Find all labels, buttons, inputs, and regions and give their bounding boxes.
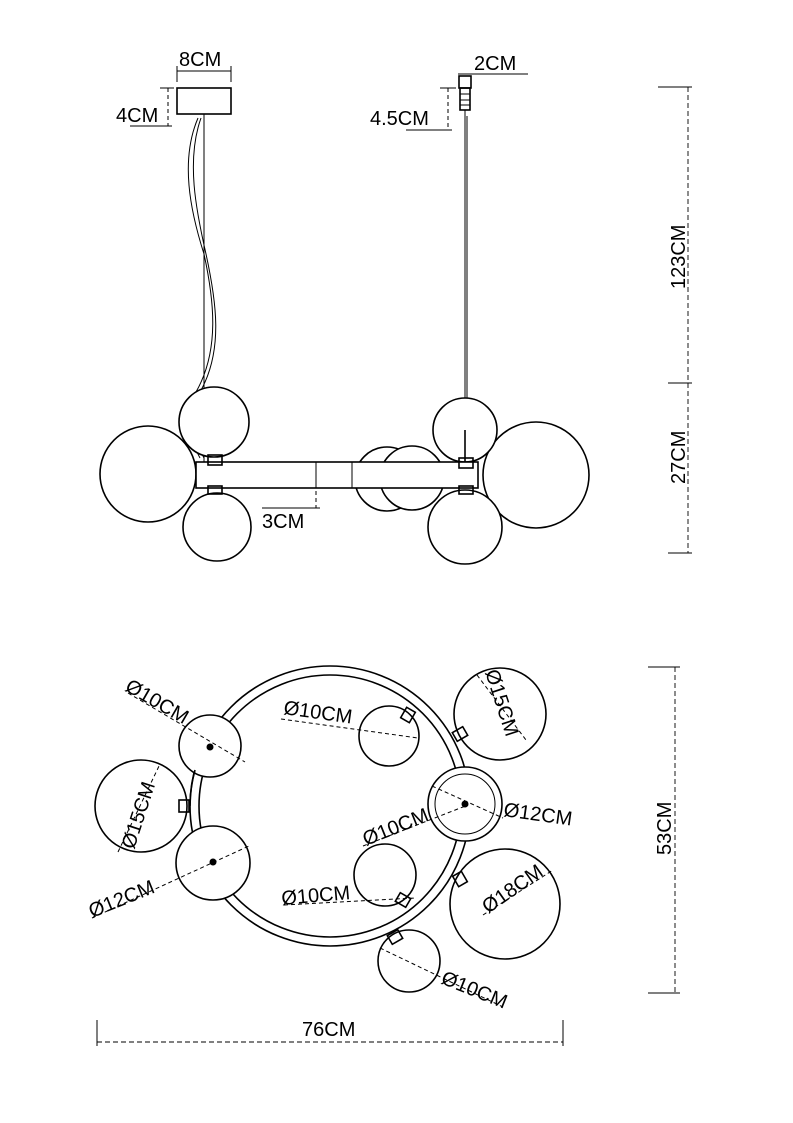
globe-top-5 — [453, 667, 547, 761]
ceiling-canopy — [176, 87, 232, 115]
globe-top-2 — [94, 759, 188, 853]
globe-side-right-bottom — [427, 489, 503, 565]
body-height-label: 27CM — [668, 431, 690, 484]
globe-diameter-label: Ø10CM — [282, 697, 353, 728]
socket — [451, 725, 469, 743]
socket — [399, 706, 417, 724]
bar-joint-right — [458, 457, 474, 469]
globe-diameter-label: Ø10CM — [438, 967, 510, 1013]
socket — [178, 799, 190, 813]
overall-width-dimension: 76CM — [96, 1019, 564, 1046]
overall-width-label: 76CM — [302, 1019, 355, 1041]
connector-width-label: 2CM — [474, 53, 516, 75]
leader-line — [280, 718, 419, 739]
side-view: 8CM 4CM 2CM 4.5CM — [99, 49, 692, 565]
top-view: Ø10CM Ø10CM Ø15CM Ø15CM Ø12CM Ø10CM Ø12C… — [86, 665, 680, 1046]
connector-height-label: 4.5CM — [370, 108, 429, 130]
bar-diameter-dimension: 3CM — [262, 470, 320, 533]
globe-diameter-label: Ø12CM — [86, 876, 158, 922]
leader-line — [431, 785, 504, 819]
globe-side-left-top — [178, 386, 250, 458]
socket — [386, 928, 404, 946]
hub-dot — [461, 800, 469, 808]
globe-top-4 — [358, 705, 420, 767]
globe-top-8 — [449, 848, 561, 960]
horizontal-bar — [195, 461, 479, 489]
canopy-height-dimension: 4CM — [116, 87, 174, 127]
globe-diameter-label: Ø10CM — [281, 882, 352, 910]
globe-diameter-label: Ø10CM — [360, 804, 432, 850]
cable-length-label: 123CM — [668, 225, 690, 289]
globe-top-9 — [377, 929, 441, 993]
leader-line — [362, 804, 469, 847]
canopy-width-dimension: 8CM — [176, 49, 232, 82]
overall-depth-label: 53CM — [654, 802, 676, 855]
hub-dot — [206, 743, 214, 751]
globe-top-7 — [353, 843, 417, 907]
globe-side-right-large — [482, 421, 590, 529]
globe-side-left-bottom — [182, 492, 252, 562]
bar-diameter-label: 3CM — [262, 511, 304, 533]
socket — [451, 870, 469, 888]
canopy-width-label: 8CM — [179, 49, 221, 71]
globe-diameter-label: Ø10CM — [122, 675, 193, 729]
connector-height-dimension: 4.5CM — [370, 87, 456, 131]
leader-line — [283, 897, 416, 906]
globe-diameter-label: Ø12CM — [502, 799, 573, 830]
bar-joint-left — [207, 454, 223, 466]
overall-depth-dimension: 53CM — [648, 666, 680, 994]
globe-side-left-large — [99, 425, 197, 523]
leader-line — [117, 763, 161, 853]
leader-line — [379, 947, 504, 1008]
side-height-dimension: 123CM 27CM — [658, 86, 692, 554]
connector-width-dimension: 2CM — [458, 53, 528, 75]
leader-line — [127, 692, 246, 763]
canopy-height-label: 4CM — [116, 105, 158, 127]
socket — [394, 891, 412, 909]
leader-line — [91, 845, 250, 919]
cable-connector — [458, 75, 472, 116]
